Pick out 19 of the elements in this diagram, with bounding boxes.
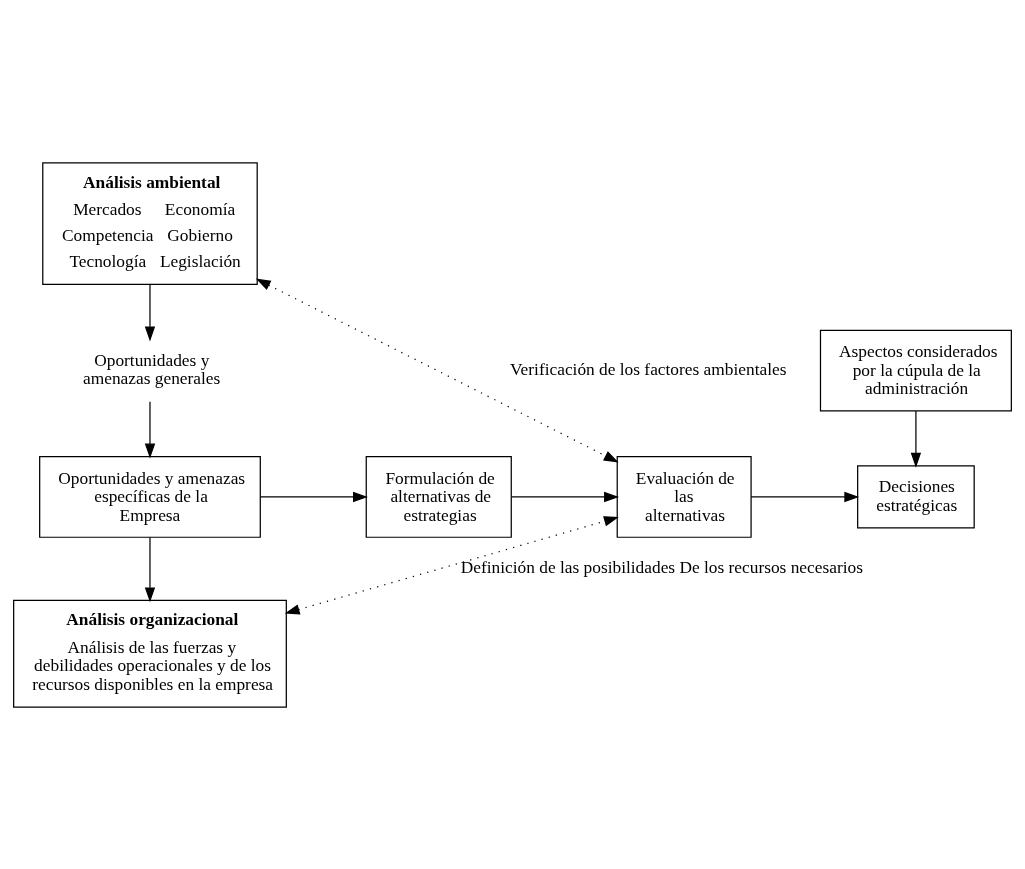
node-box: Decisiones estratégicas (857, 464, 975, 529)
arrow (144, 283, 156, 341)
arrow (511, 491, 619, 502)
arrow (259, 491, 368, 502)
edge-label: Definición de las posibilidades De los recursos necesarios (460, 557, 863, 577)
edge-label: Verificación de los factores ambientales (510, 359, 787, 379)
arrow (144, 536, 156, 602)
node-box: Oportunidades y amenazas específicas de la Empresa (39, 455, 261, 538)
node-box: Formulación de alternativas de estrategias (365, 455, 512, 538)
node-text: Oportunidades y amenazas generales (83, 350, 221, 388)
arrow (284, 515, 619, 614)
arrow (144, 400, 156, 458)
node-box: Análisis organizacional Análisis de las fuerzas y debilidades operacionales y de los recursos disponibles en la empresa (13, 599, 287, 708)
node-box: Análisis ambiental Mercados Economía Competencia Gobierno Tecnología Legislación (42, 161, 258, 285)
node-box: Aspectos considerados por la cúpula de la administración (819, 329, 1012, 411)
arrow (910, 409, 922, 468)
node-box: Evaluación de las alternativas (616, 455, 752, 538)
arrow (255, 278, 619, 463)
arrow (750, 491, 860, 502)
